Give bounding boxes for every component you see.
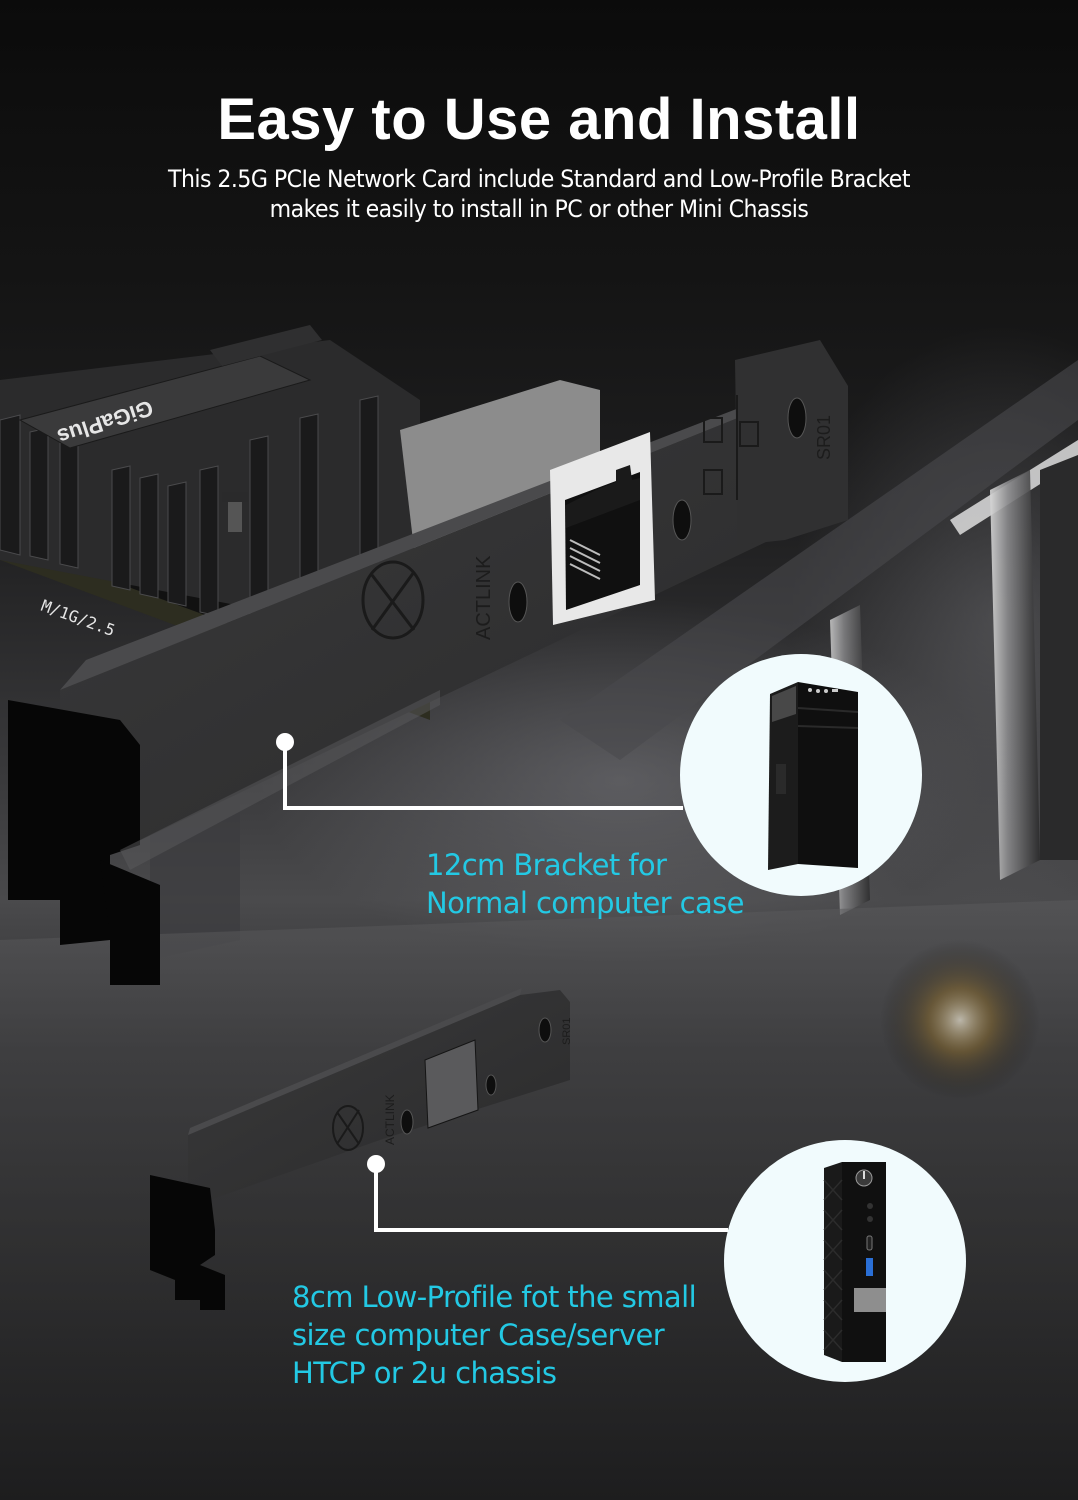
callout-line-2-vertical	[374, 1164, 378, 1232]
callout-line-1-horizontal	[283, 806, 683, 810]
svg-text:SR01: SR01	[561, 1017, 573, 1045]
callout-2-line-1: 8cm Low-Profile fot the small	[292, 1280, 697, 1314]
pcb-print: M/1G/2.5	[39, 596, 118, 640]
callout-1-line-2: Normal computer case	[426, 886, 744, 920]
mini-pc-case-icon	[823, 1162, 886, 1362]
subtitle-line-2: makes it easily to install in PC or othe…	[269, 195, 809, 223]
callout-1-line-1: 12cm Bracket for	[426, 848, 667, 882]
callout-2-line-2: size computer Case/server	[292, 1318, 665, 1352]
callout-full-height: 12cm Bracket for Normal computer case	[426, 846, 744, 922]
bracket-brand-text: ACTLINK	[473, 555, 495, 640]
page-title: Easy to Use and Install	[217, 87, 861, 152]
svg-text:ACTLINK: ACTLINK	[383, 1094, 397, 1145]
callout-2-line-3: HTCP or 2u chassis	[292, 1356, 557, 1390]
mini-pc-image	[724, 1140, 966, 1382]
header: Easy to Use and Install This 2.5G PCIe N…	[0, 82, 1078, 224]
tower-pc-image	[680, 654, 922, 896]
callout-line-2-horizontal	[374, 1228, 728, 1232]
callout-low-profile: 8cm Low-Profile fot the small size compu…	[292, 1278, 697, 1392]
full-height-bracket: ACTLINK SR01	[8, 340, 848, 985]
bracket-code-text: SR01	[814, 415, 834, 460]
low-profile-bracket: ACTLINK SR01	[150, 988, 573, 1310]
callout-line-1-vertical	[283, 742, 287, 810]
tower-pc-case-icon	[768, 682, 859, 870]
subtitle-line-1: This 2.5G PCIe Network Card include Stan…	[168, 165, 910, 193]
